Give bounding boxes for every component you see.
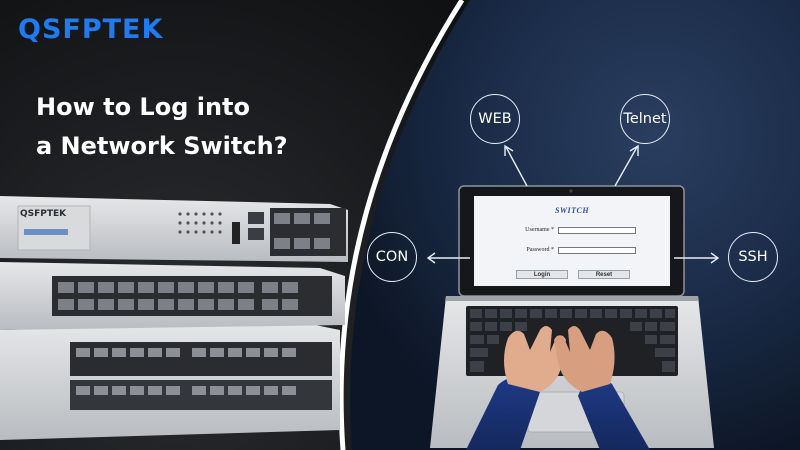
reset-button[interactable]: Reset xyxy=(578,270,630,279)
brand-logo: QSFPTEK xyxy=(18,14,164,45)
switch-brand-label: QSFPTEK xyxy=(20,209,67,219)
method-con-badge: CON xyxy=(367,232,417,282)
password-input[interactable] xyxy=(558,247,636,254)
switch-stack-illustration xyxy=(0,196,348,440)
title-line-2: a Network Switch? xyxy=(36,132,288,160)
page-title: How to Log into a Network Switch? xyxy=(36,88,288,166)
method-web-badge: WEB xyxy=(470,94,520,144)
username-label: Username * xyxy=(525,227,554,233)
laptop-screen-login: SWITCH Username * Password * Login Reset xyxy=(474,196,670,286)
password-label: Password * xyxy=(526,247,554,253)
title-line-1: How to Log into xyxy=(36,93,251,121)
method-ssh-badge: SSH xyxy=(728,232,778,282)
login-button[interactable]: Login xyxy=(516,270,568,279)
username-input[interactable] xyxy=(558,227,636,234)
method-telnet-badge: Telnet xyxy=(620,94,670,144)
connector-arrows xyxy=(426,144,720,264)
login-screen-title: SWITCH xyxy=(554,206,590,215)
